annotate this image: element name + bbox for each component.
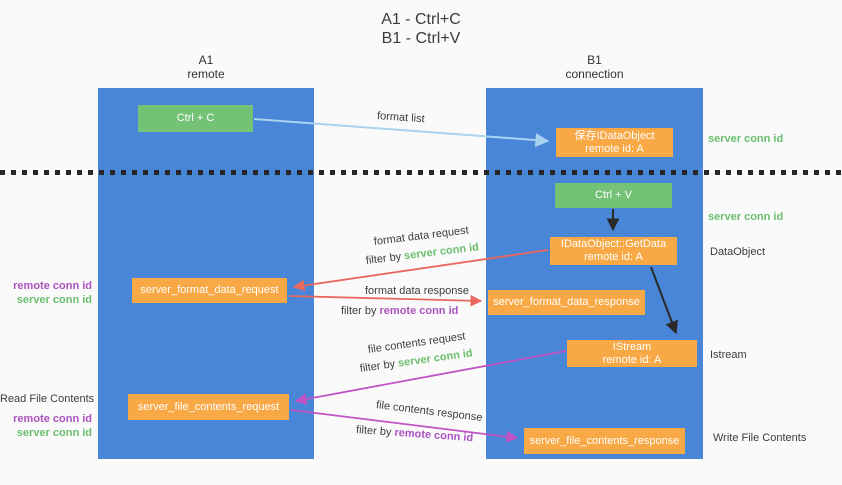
node-ctrl-v-label: Ctrl + V xyxy=(595,189,632,201)
filter-by-text: filter by xyxy=(359,357,399,375)
node-format-request-label: server_format_data_request xyxy=(140,284,279,296)
left-remote-conn-id-label-2: remote conn id xyxy=(13,413,92,425)
page-title: A1 - Ctrl+C B1 - Ctrl+V xyxy=(0,10,842,48)
lane-a1-role: remote xyxy=(187,67,225,81)
node-idataobject-getdata: IDataObject::GetData remote id: A xyxy=(550,237,677,265)
format-list-label: format list xyxy=(376,110,426,126)
file-contents-response-label: file contents response xyxy=(375,399,484,425)
dotted-divider-line xyxy=(0,170,842,175)
node-save-idataobject-line1: 保存IDataObject xyxy=(574,129,655,142)
node-getdata-line2: remote id: A xyxy=(584,251,643,263)
read-file-contents-label: Read File Contents xyxy=(0,393,95,405)
node-format-response-label: server_format_data_response xyxy=(493,296,640,308)
remote-conn-id-text: remote conn id xyxy=(379,305,459,317)
lane-header-b1: B1 connection xyxy=(486,53,703,81)
format-response-filter-label: filter by remote conn id xyxy=(341,305,458,318)
node-ctrl-v: Ctrl + V xyxy=(555,183,672,208)
title-line-2: B1 - Ctrl+V xyxy=(381,30,461,47)
node-istream: IStream remote id: A xyxy=(567,340,697,367)
lane-b1-role: connection xyxy=(565,67,624,81)
filter-by-text: filter by xyxy=(355,424,395,439)
left-server-conn-id-label-2: server conn id xyxy=(16,427,92,439)
node-istream-line2: remote id: A xyxy=(602,353,662,366)
title-line-1: A1 - Ctrl+C xyxy=(381,11,461,28)
file-response-filter-label: filter by remote conn id xyxy=(356,424,474,445)
remote-conn-id-text: remote conn id xyxy=(394,426,474,445)
left-remote-conn-id-label: remote conn id xyxy=(13,280,92,292)
node-ctrl-c: Ctrl + C xyxy=(138,105,253,132)
node-save-idataobject: 保存IDataObject remote id: A xyxy=(556,128,673,157)
node-file-response-label: server_file_contents_response xyxy=(529,434,680,447)
istream-label: Istream xyxy=(710,349,747,361)
node-istream-line1: IStream xyxy=(612,340,652,353)
right-server-conn-id-mid-label: server conn id xyxy=(708,211,784,223)
write-file-contents-label: Write File Contents xyxy=(713,432,807,444)
server-conn-id-text: server conn id xyxy=(403,241,480,263)
node-file-request-label: server_file_contents_request xyxy=(137,400,280,413)
filter-by-text: filter by xyxy=(365,250,405,267)
lane-a1-name: A1 xyxy=(198,53,214,67)
node-server-format-data-response: server_format_data_response xyxy=(488,290,645,315)
right-server-conn-id-top-label: server conn id xyxy=(708,133,784,145)
node-save-idataobject-line2: remote id: A xyxy=(585,142,644,155)
lane-header-a1: A1 remote xyxy=(98,53,314,81)
node-server-file-contents-request: server_file_contents_request xyxy=(128,394,289,420)
node-server-format-data-request: server_format_data_request xyxy=(132,278,287,303)
dataobject-label: DataObject xyxy=(710,246,766,258)
lane-b1-name: B1 xyxy=(587,53,602,67)
node-server-file-contents-response: server_file_contents_response xyxy=(524,428,685,454)
left-server-conn-id-label: server conn id xyxy=(16,294,92,306)
node-getdata-line1: IDataObject::GetData xyxy=(560,238,667,250)
node-ctrl-c-label: Ctrl + C xyxy=(176,112,215,124)
filter-by-text: filter by xyxy=(341,305,380,317)
format-data-response-label: format data response xyxy=(365,285,469,297)
